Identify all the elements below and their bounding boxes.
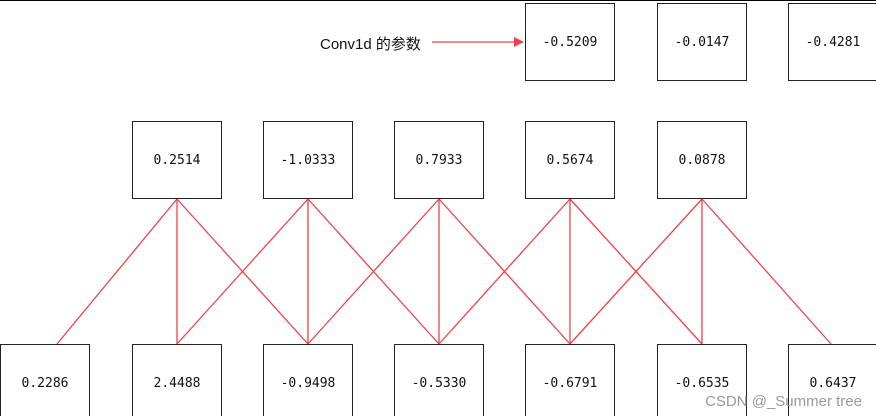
connection-line [307,198,440,345]
input-value-box: 0.2286 [0,344,90,416]
connection-line [569,198,703,345]
connection-line [176,198,309,345]
kernel-weight-box: -0.4281 [788,3,876,81]
input-value-box: -0.6791 [525,344,615,416]
input-value-box: 2.4488 [132,344,222,416]
output-value-box: 0.2514 [132,121,222,199]
output-value-box: 0.7933 [394,121,484,199]
connection-line [56,198,178,345]
input-value-box: -0.6535 [657,344,747,416]
kernel-label: Conv1d 的参数 [320,36,421,53]
output-value-box: -1.0333 [263,121,353,199]
kernel-weight-box: -0.5209 [525,3,615,81]
kernel-weight-box: -0.0147 [657,3,747,81]
output-value-box: 0.5674 [525,121,615,199]
connection-line [701,198,832,345]
output-value-box: 0.0878 [657,121,747,199]
connection-line [438,198,571,345]
arrow-head-icon [514,37,524,47]
watermark: CSDN @_Summer tree [705,393,862,410]
input-value-box: -0.9498 [263,344,353,416]
input-value-box: -0.5330 [394,344,484,416]
input-value-box: 0.6437 [788,344,876,416]
